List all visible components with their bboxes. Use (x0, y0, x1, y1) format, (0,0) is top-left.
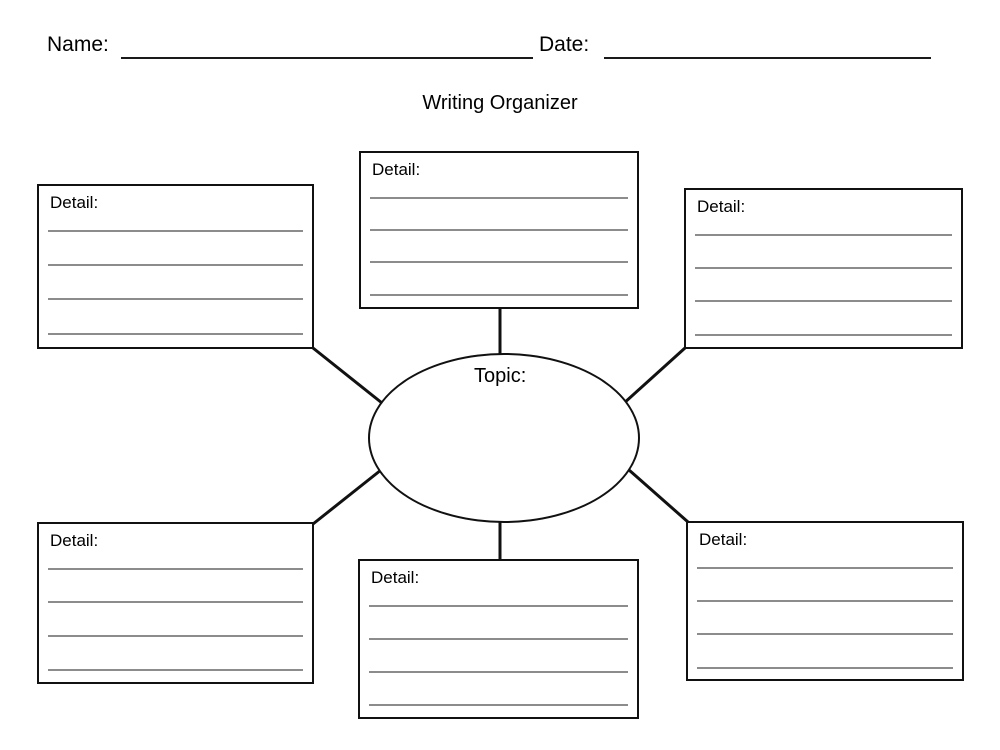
name-write-line[interactable] (121, 57, 533, 59)
write-line[interactable] (48, 230, 303, 232)
write-lines (369, 605, 628, 711)
write-line[interactable] (695, 300, 952, 302)
topic-label: Topic: (474, 365, 527, 387)
write-lines (370, 197, 628, 301)
write-lines (695, 234, 952, 341)
detail-label: Detail: (50, 193, 99, 212)
detail-label: Detail: (697, 197, 746, 216)
write-line[interactable] (695, 334, 952, 336)
write-line[interactable] (48, 568, 303, 570)
detail-box-top-left[interactable]: Detail: (37, 184, 314, 349)
write-line[interactable] (697, 633, 953, 635)
write-line[interactable] (697, 667, 953, 669)
write-line[interactable] (369, 638, 628, 640)
write-line[interactable] (369, 704, 628, 706)
write-line[interactable] (48, 333, 303, 335)
connector-top-right (621, 346, 687, 406)
detail-label: Detail: (699, 530, 748, 549)
write-line[interactable] (697, 600, 953, 602)
topic-ellipse[interactable]: Topic: (368, 353, 640, 523)
detail-label: Detail: (50, 531, 99, 550)
date-label: Date: (539, 33, 590, 56)
write-line[interactable] (48, 635, 303, 637)
detail-label: Detail: (372, 160, 421, 179)
page-title: Writing Organizer (422, 92, 578, 114)
connector-top-left (312, 346, 388, 409)
name-label: Name: (47, 33, 109, 56)
detail-box-top-center[interactable]: Detail: (359, 151, 639, 309)
write-lines (697, 567, 953, 673)
write-line[interactable] (48, 298, 303, 300)
write-line[interactable] (695, 267, 952, 269)
detail-box-bottom-left[interactable]: Detail: (37, 522, 314, 684)
write-line[interactable] (48, 264, 303, 266)
write-lines (48, 230, 303, 341)
write-line[interactable] (697, 567, 953, 569)
detail-box-bottom-right[interactable]: Detail: (686, 521, 964, 681)
date-write-line[interactable] (604, 57, 931, 59)
write-lines (48, 568, 303, 676)
write-line[interactable] (369, 671, 628, 673)
write-line[interactable] (48, 669, 303, 671)
detail-box-top-right[interactable]: Detail: (684, 188, 963, 349)
write-line[interactable] (369, 605, 628, 607)
detail-label: Detail: (371, 568, 420, 587)
write-line[interactable] (370, 197, 628, 199)
connector-bottom-left (312, 468, 382, 526)
connector-bottom-right (628, 468, 689, 524)
write-line[interactable] (48, 601, 303, 603)
write-line[interactable] (695, 234, 952, 236)
write-line[interactable] (370, 294, 628, 296)
write-line[interactable] (370, 261, 628, 263)
detail-box-bottom-center[interactable]: Detail: (358, 559, 639, 719)
write-line[interactable] (370, 229, 628, 231)
